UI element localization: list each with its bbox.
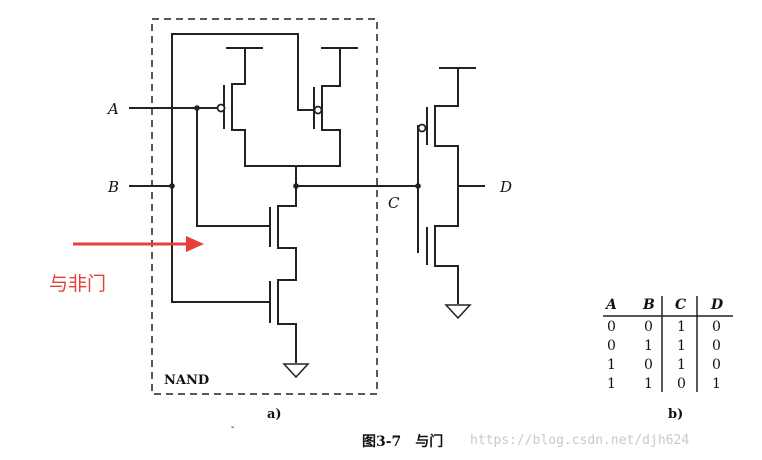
nmos-b xyxy=(269,279,297,363)
a-upper-gate-wire xyxy=(196,107,269,227)
tt-cell: 0 xyxy=(607,319,616,335)
pmos-b xyxy=(295,47,358,167)
watermark: https://blog.csdn.net/djh624 xyxy=(470,433,689,448)
tt-cell: 0 xyxy=(712,357,721,373)
b-junction-dot xyxy=(169,183,175,189)
tt-header-a: A xyxy=(604,297,617,313)
ground-icon xyxy=(444,304,472,320)
tt-header-d: D xyxy=(710,297,724,313)
truth-table: A B C D 0 0 1 0 0 1 1 0 1 0 1 0 1 1 0 1 xyxy=(603,296,733,392)
label-d: D xyxy=(499,178,512,196)
inverter-nmos xyxy=(426,225,459,304)
b-lower-gate-wire xyxy=(171,185,269,303)
tt-header-c: C xyxy=(675,297,686,313)
tt-cell: 0 xyxy=(607,338,616,354)
arrow-head-icon xyxy=(186,236,204,252)
tt-cell: 1 xyxy=(712,376,721,392)
pmos-a xyxy=(216,47,297,167)
subfigure-a-label: a) xyxy=(267,407,282,422)
ground-icon xyxy=(282,363,310,379)
tt-cell: 1 xyxy=(677,319,686,335)
tt-cell: 0 xyxy=(712,319,721,335)
label-b: B xyxy=(107,178,119,196)
figure-caption: 图3-7 与门 xyxy=(362,433,443,450)
subfigure-b-label: b) xyxy=(668,407,683,422)
label-a: A xyxy=(106,100,119,118)
tt-cell: 0 xyxy=(644,357,653,373)
tt-cell: 0 xyxy=(712,338,721,354)
tt-cell: 1 xyxy=(607,376,616,392)
label-c: C xyxy=(388,194,400,212)
inverter-pmos xyxy=(417,67,476,227)
tt-cell: 1 xyxy=(677,338,686,354)
a-junction-dot xyxy=(194,105,200,111)
tt-cell: 1 xyxy=(644,338,653,354)
tt-cell: 1 xyxy=(644,376,653,392)
tt-header-b: B xyxy=(642,297,655,313)
nand-dashed-box xyxy=(151,18,378,395)
nmos-a xyxy=(269,205,297,281)
c-junction-dot xyxy=(415,183,421,189)
tt-cell: 1 xyxy=(607,357,616,373)
tt-cell: 0 xyxy=(677,376,686,392)
nand-out-dot xyxy=(293,183,299,189)
tt-cell: 0 xyxy=(644,319,653,335)
tt-cell: 1 xyxy=(677,357,686,373)
nand-label: NAND xyxy=(164,373,209,388)
b-feed-wire xyxy=(171,33,315,187)
tick-mark: - xyxy=(231,422,234,433)
annotation-text: 与非门 xyxy=(49,273,106,295)
